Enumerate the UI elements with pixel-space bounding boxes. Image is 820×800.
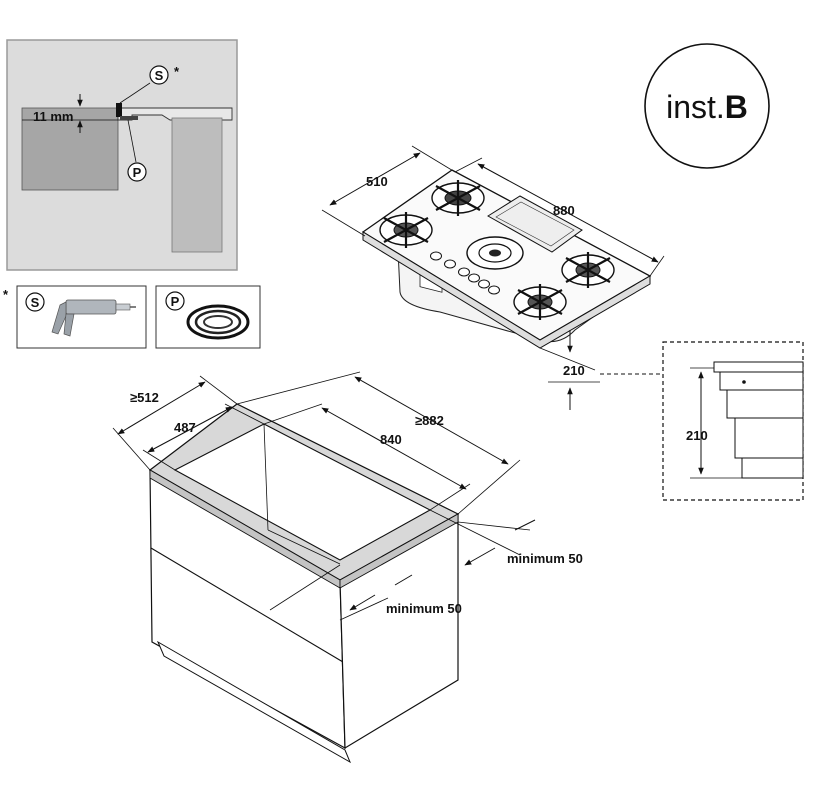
side-view-inset: 210: [662, 341, 804, 501]
clearance-back-label: minimum 50: [507, 551, 583, 566]
sealant-gun-icon: [51, 299, 136, 337]
cutout-width-label: 840: [380, 432, 402, 447]
sealant-bead: [116, 103, 122, 117]
gasket-strip: [120, 116, 138, 120]
sealant-accessory-letter: S: [31, 295, 40, 310]
svg-text:inst.B: inst.B: [666, 89, 748, 125]
burner-front-right: [513, 284, 567, 320]
burner-rear-left: [431, 180, 485, 216]
gas-hob-drawing: 510 880 210: [321, 145, 665, 410]
sealant-accessory-box: S: [16, 285, 147, 349]
clearance-front-label: minimum 50: [386, 601, 462, 616]
countertop-section: [21, 107, 119, 191]
inset-height-label: 210: [686, 428, 708, 443]
hob-width-label: 880: [553, 203, 575, 218]
outer-depth-label: ≥512: [130, 390, 159, 405]
accessory-asterisk: *: [3, 287, 9, 302]
gasket-roll-icon: [186, 304, 250, 340]
sealant-callout-circle: [149, 65, 169, 85]
countertop-detail-panel: 11 mm S * P: [6, 39, 238, 271]
installation-type-badge: inst.B: [644, 43, 770, 169]
hob-depth-label: 510: [366, 174, 388, 189]
badge-prefix: inst.: [666, 89, 725, 125]
gap-label: 11 mm: [33, 109, 73, 124]
burner-rear-right: [561, 252, 615, 288]
hob-height-label: 210: [563, 363, 585, 378]
gasket-accessory-box: P: [155, 285, 261, 349]
kitchen-cabinet-drawing: ≥512 487 ≥882 840 minimum 50 minimum 50: [112, 371, 583, 764]
burner-center-wok: [466, 236, 524, 270]
outer-width-label: ≥882: [415, 413, 444, 428]
sealant-callout-letter: S: [155, 68, 164, 83]
gasket-callout-letter: P: [133, 165, 142, 180]
control-knobs: [430, 251, 500, 295]
cutout-depth-label: 487: [174, 420, 196, 435]
gasket-callout-circle: [127, 162, 147, 182]
burner-front-left: [379, 212, 433, 248]
sealant-asterisk: *: [174, 64, 180, 79]
gasket-accessory-letter: P: [171, 294, 180, 309]
cabinet-side-section: [171, 117, 223, 253]
badge-suffix: B: [725, 89, 748, 125]
